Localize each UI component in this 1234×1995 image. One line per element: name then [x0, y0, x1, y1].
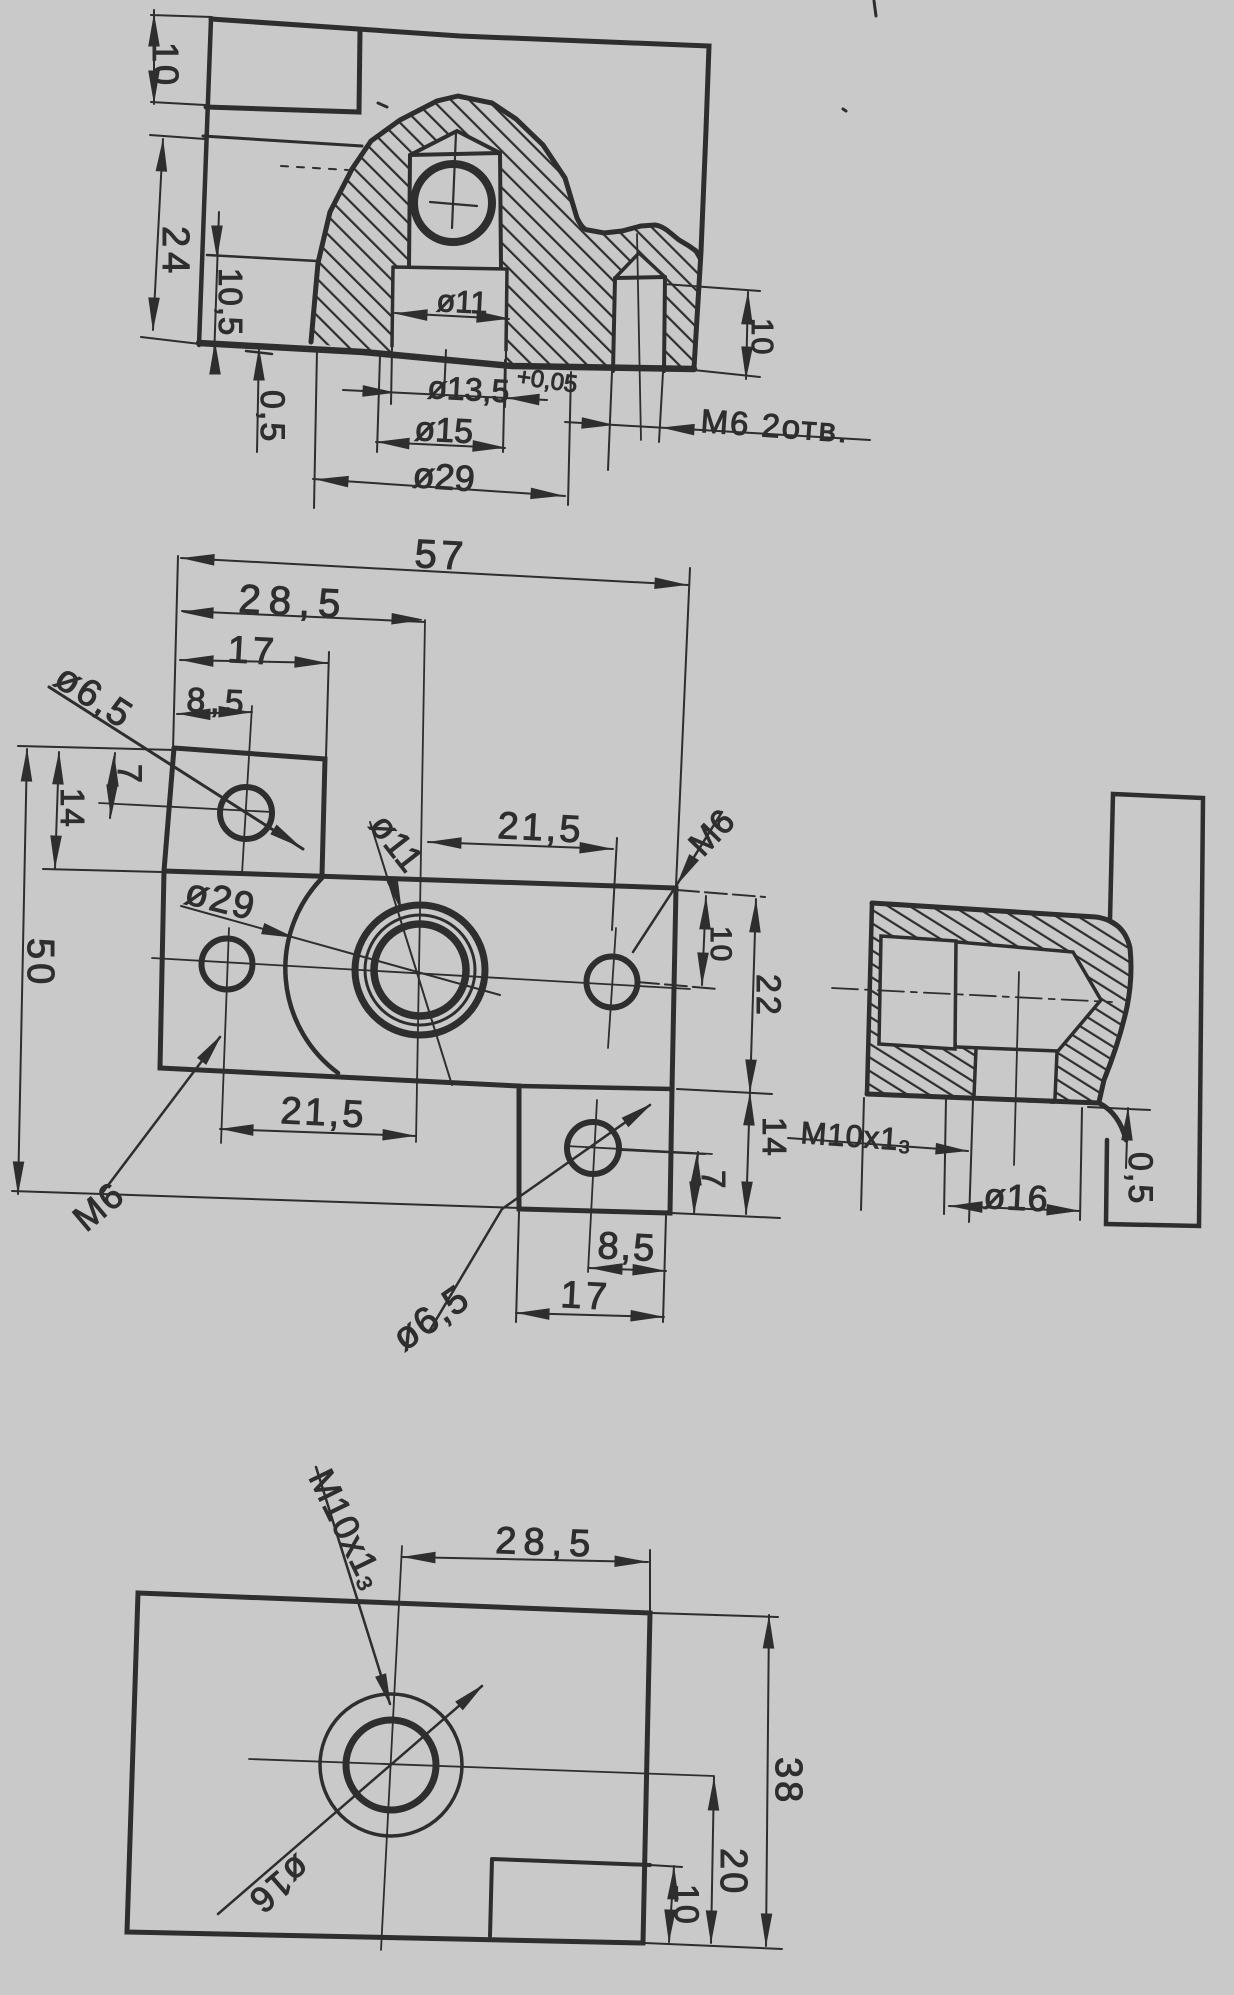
svg-text:ø15: ø15 [414, 410, 475, 451]
svg-text:7: 7 [695, 1170, 732, 1188]
svg-text:10: 10 [145, 42, 186, 88]
svg-text:28,5: 28,5 [495, 1520, 598, 1566]
svg-text:20: 20 [712, 1848, 754, 1896]
svg-text:24: 24 [154, 226, 196, 278]
svg-text:50: 50 [19, 938, 61, 988]
svg-text:10: 10 [704, 926, 737, 963]
svg-text:38: 38 [767, 1757, 809, 1805]
svg-text:M6 2отв.: M6 2отв. [700, 402, 851, 449]
svg-text:7: 7 [110, 764, 148, 783]
svg-text:22: 22 [749, 974, 787, 1018]
svg-text:28,5: 28,5 [238, 577, 350, 627]
svg-text:0,5: 0,5 [253, 390, 291, 443]
svg-text:ø29: ø29 [411, 454, 476, 499]
svg-text:17: 17 [560, 1274, 612, 1319]
svg-text:10: 10 [667, 1884, 705, 1926]
svg-text:10: 10 [745, 318, 780, 356]
svg-text:17: 17 [227, 629, 279, 674]
svg-text:21,5: 21,5 [497, 805, 585, 851]
svg-text:14: 14 [756, 1117, 793, 1158]
svg-text:0,5: 0,5 [1121, 1152, 1159, 1205]
svg-text:57: 57 [414, 532, 469, 579]
svg-text:10,5: 10,5 [212, 268, 249, 336]
svg-text:21,5: 21,5 [280, 1090, 368, 1136]
svg-text:8,5: 8,5 [186, 681, 250, 722]
svg-text:8,5: 8,5 [597, 1225, 658, 1270]
svg-text:ø13,5: ø13,5 [427, 369, 511, 409]
svg-text:14: 14 [54, 788, 91, 829]
svg-text:M10x1₃: M10x1₃ [800, 1115, 914, 1158]
svg-text:ø16: ø16 [983, 1175, 1050, 1219]
